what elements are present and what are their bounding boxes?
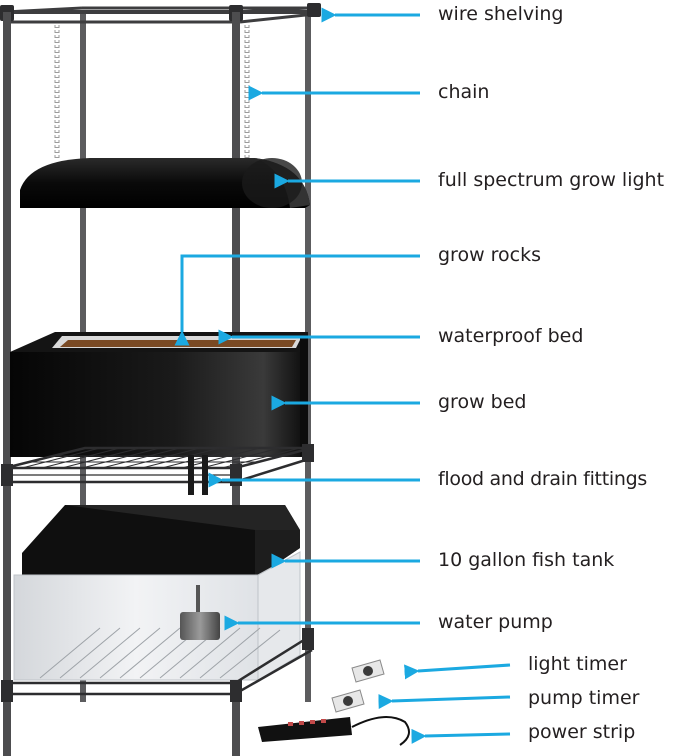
arrow-light-timer [404, 663, 511, 680]
middle-shelf [1, 444, 314, 486]
label-chain: chain [438, 81, 490, 103]
light-timer [351, 659, 385, 683]
label-waterproof-bed: waterproof bed [438, 325, 584, 347]
fish-tank [13, 505, 301, 681]
grow-bed [10, 332, 308, 457]
power-strip [258, 716, 410, 746]
arrow-power-strip [411, 728, 511, 744]
label-grow-bed: grow bed [438, 391, 527, 413]
chain [54, 25, 250, 160]
arrow-pump-timer [378, 693, 511, 709]
label-fish-tank: 10 gallon fish tank [438, 549, 615, 571]
label-pump-timer: pump timer [528, 687, 640, 709]
label-power-strip: power strip [528, 721, 636, 743]
label-light-timer: light timer [528, 653, 627, 675]
label-grow-light: full spectrum grow light [438, 169, 665, 191]
label-water-pump: water pump [438, 611, 553, 633]
grow-rocks [60, 340, 296, 347]
arrow-grow-rocks [174, 254, 420, 346]
water-pump [180, 612, 220, 640]
label-fittings: flood and drain fittings [438, 468, 647, 490]
label-grow-rocks: grow rocks [438, 244, 542, 266]
label-wire-shelving: wire shelving [438, 3, 564, 25]
flood-drain-fittings [188, 455, 208, 495]
arrows [174, 7, 511, 744]
grow-light [20, 158, 310, 208]
bottom-shelf [1, 628, 314, 702]
pump-timer [331, 689, 365, 713]
